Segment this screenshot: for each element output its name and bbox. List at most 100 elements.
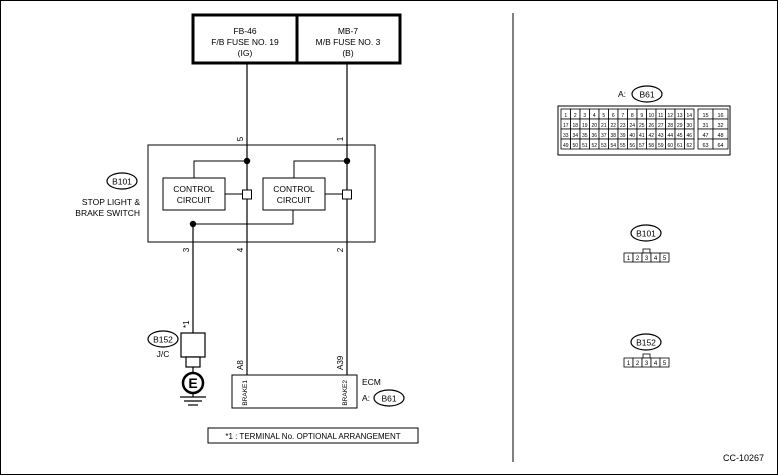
pin-cell: 49: [560, 138, 571, 150]
pin-number: 5: [602, 113, 605, 119]
pin-number: 53: [601, 143, 607, 149]
ground-symbol-letter: E: [188, 375, 197, 391]
brake-switch: 5 1 3 4 2 CONTROL CIRCUIT CONTROL CIRCUI…: [75, 136, 376, 252]
pin-number: 26: [648, 123, 654, 129]
pin-number: 31: [702, 123, 708, 129]
pin-number: 35: [582, 133, 588, 139]
pin-cell: 61: [674, 138, 685, 150]
pin-number: 54: [610, 143, 616, 149]
pin-number: 5: [663, 361, 667, 367]
pin-cell: 29: [674, 118, 685, 130]
pin-number: 22: [610, 123, 616, 129]
svg-text:B101: B101: [636, 229, 656, 239]
pin-number: 36: [591, 133, 597, 139]
svg-text:B61: B61: [639, 90, 654, 100]
svg-text:4: 4: [236, 247, 245, 252]
pin-cell: 20: [589, 118, 600, 130]
pin-cell: 52: [589, 138, 600, 150]
fuse-mb7-id: MB-7: [338, 26, 359, 36]
pin-number: 21: [601, 123, 607, 129]
pin-number: 4: [593, 113, 596, 119]
pin-number: 58: [648, 143, 654, 149]
pin-cell: 48: [712, 128, 729, 140]
pin-cell: 28: [665, 118, 676, 130]
pin-cell: 6: [608, 108, 619, 120]
pin-cell: 59: [655, 138, 666, 150]
ecm-terminal-brake2: BRAKE2: [342, 380, 349, 406]
pin-cell: 38: [608, 128, 619, 140]
pin-cell: 32: [712, 118, 729, 130]
brake-switch-label-line1: STOP LIGHT &: [82, 197, 140, 207]
pin-cell: 4: [650, 252, 661, 263]
fuse-mb7: MB-7 M/B FUSE NO. 3 (B): [316, 26, 381, 58]
pin-cell: 36: [589, 128, 600, 140]
ecm-pin-a8: A8: [236, 360, 245, 370]
pin-number: 40: [629, 133, 635, 139]
pin-number: 12: [667, 113, 673, 119]
fuse-mb7-supply: (B): [342, 48, 354, 58]
svg-text:A39: A39: [336, 355, 345, 370]
pin-number: 6: [612, 113, 615, 119]
pin-number: 28: [667, 123, 673, 129]
switch-internal-wiring: [193, 160, 347, 225]
pin-cell: 5: [659, 357, 670, 368]
pin-label-4: 4: [236, 247, 245, 252]
pin-cell: 24: [627, 118, 638, 130]
pin-label-2: 2: [336, 247, 345, 252]
pin-cell: 9: [636, 108, 647, 120]
pin-number: 50: [572, 143, 578, 149]
pin-cell: 3: [579, 108, 590, 120]
pin-label-1: 1: [336, 136, 345, 141]
pin-cell: 30: [684, 118, 695, 130]
pin-cell: 7: [617, 108, 628, 120]
pin-cell: 63: [697, 138, 714, 150]
pin-number: 27: [658, 123, 664, 129]
pin-cell: 16: [712, 108, 729, 120]
pin-cell: 4: [650, 357, 661, 368]
pin-number: 23: [620, 123, 626, 129]
pin-number: 59: [658, 143, 664, 149]
diagram-code: CC-10267: [723, 453, 764, 463]
pin-number: 47: [702, 133, 708, 139]
svg-text:3: 3: [182, 247, 191, 252]
fuse-mb7-name: M/B FUSE NO. 3: [316, 37, 381, 47]
connector-badge-b152: B152: [147, 330, 179, 348]
fuse-fb46-supply: (IG): [238, 48, 253, 58]
brake-switch-frame: [147, 144, 376, 243]
pin-cell: 1: [623, 252, 634, 263]
svg-text:5: 5: [236, 136, 245, 141]
pin-label-5: 5: [236, 136, 245, 141]
pin-number: 11: [658, 113, 663, 119]
pin-number: 10: [648, 113, 654, 119]
fuse-fb46: FB-46 F/B FUSE NO. 19 (IG): [211, 26, 279, 58]
pin-number: 42: [648, 133, 654, 139]
pin-number: 39: [620, 133, 626, 139]
jc-label: J/C: [157, 349, 170, 359]
pin-number: 41: [639, 133, 645, 139]
ground-symbol: E: [180, 371, 206, 406]
pin-number: 60: [667, 143, 673, 149]
pin-cell: 13: [674, 108, 685, 120]
control-circuit-2-box: [262, 177, 326, 211]
note-box: *1 : TERMINAL No. OPTIONAL ARRANGEMENT: [207, 427, 419, 444]
control-circuit-1-line1: CONTROL: [173, 184, 215, 194]
pin-cell: 5: [598, 108, 609, 120]
pin-number: 3: [645, 256, 649, 262]
pin-number: 33: [563, 133, 569, 139]
pin-number: 3: [645, 361, 649, 367]
pin-number: 55: [620, 143, 626, 149]
control-circuit-1-line2: CIRCUIT: [177, 195, 211, 205]
pin-cell: 64: [712, 138, 729, 150]
pin-cell: 5: [659, 252, 670, 263]
pin-number: 46: [686, 133, 692, 139]
control-circuit-1-box: [162, 177, 226, 211]
pin-number: 19: [582, 123, 588, 129]
pin-cell: 46: [684, 128, 695, 140]
pin-label-3: 3: [182, 247, 191, 252]
pin-number: 1: [564, 113, 567, 119]
pin-number: 63: [702, 143, 708, 149]
